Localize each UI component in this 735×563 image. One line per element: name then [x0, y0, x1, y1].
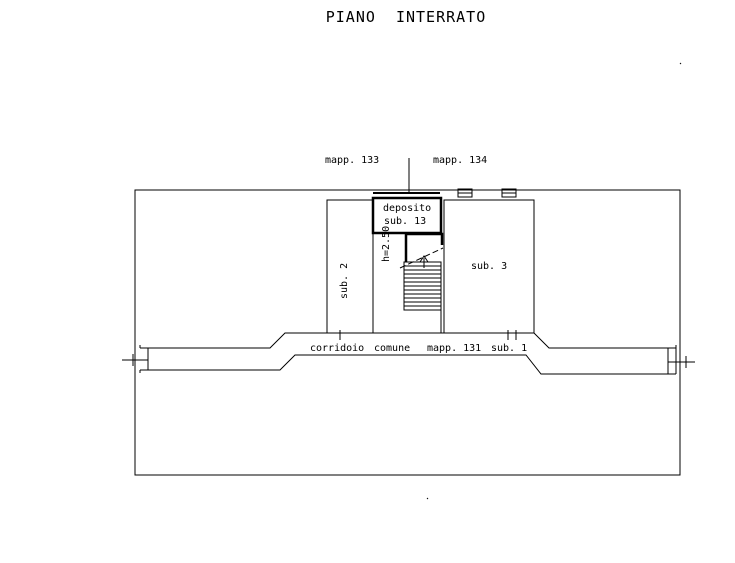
- vent-1: [457, 188, 473, 198]
- label-sub-13: sub. 13: [384, 216, 426, 227]
- outer-boundary: [134, 189, 681, 476]
- label-corridoio: corridoio: [310, 343, 364, 354]
- stair-cut-line: [399, 247, 444, 269]
- room-sub-2: [326, 199, 374, 334]
- drawing-title: PIANO INTERRATO: [325, 8, 487, 26]
- stray-mark-1: [679, 62, 682, 65]
- vent-2: [501, 188, 517, 198]
- label-sub-3: sub. 3: [471, 261, 507, 272]
- corridor-upper-edge: [140, 332, 676, 349]
- label-comune: comune: [374, 343, 410, 354]
- label-mapp-134: mapp. 134: [433, 155, 487, 166]
- stray-mark-2: [426, 497, 429, 500]
- corridor-right-end: [667, 345, 677, 374]
- label-mapp-133: mapp. 133: [325, 155, 379, 166]
- label-deposito: deposito: [383, 203, 431, 214]
- stair-wall: [404, 232, 444, 262]
- label-height: h=2.50: [381, 226, 392, 262]
- corridor-left-end: [139, 345, 149, 373]
- label-sub-2: sub. 2: [339, 263, 350, 299]
- label-mapp-131: mapp. 131: [427, 343, 481, 354]
- corridor-lower-edge: [140, 354, 676, 375]
- stair-steps: [404, 265, 441, 307]
- label-sub-1: sub. 1: [491, 343, 527, 354]
- stair-arrow: [419, 255, 429, 268]
